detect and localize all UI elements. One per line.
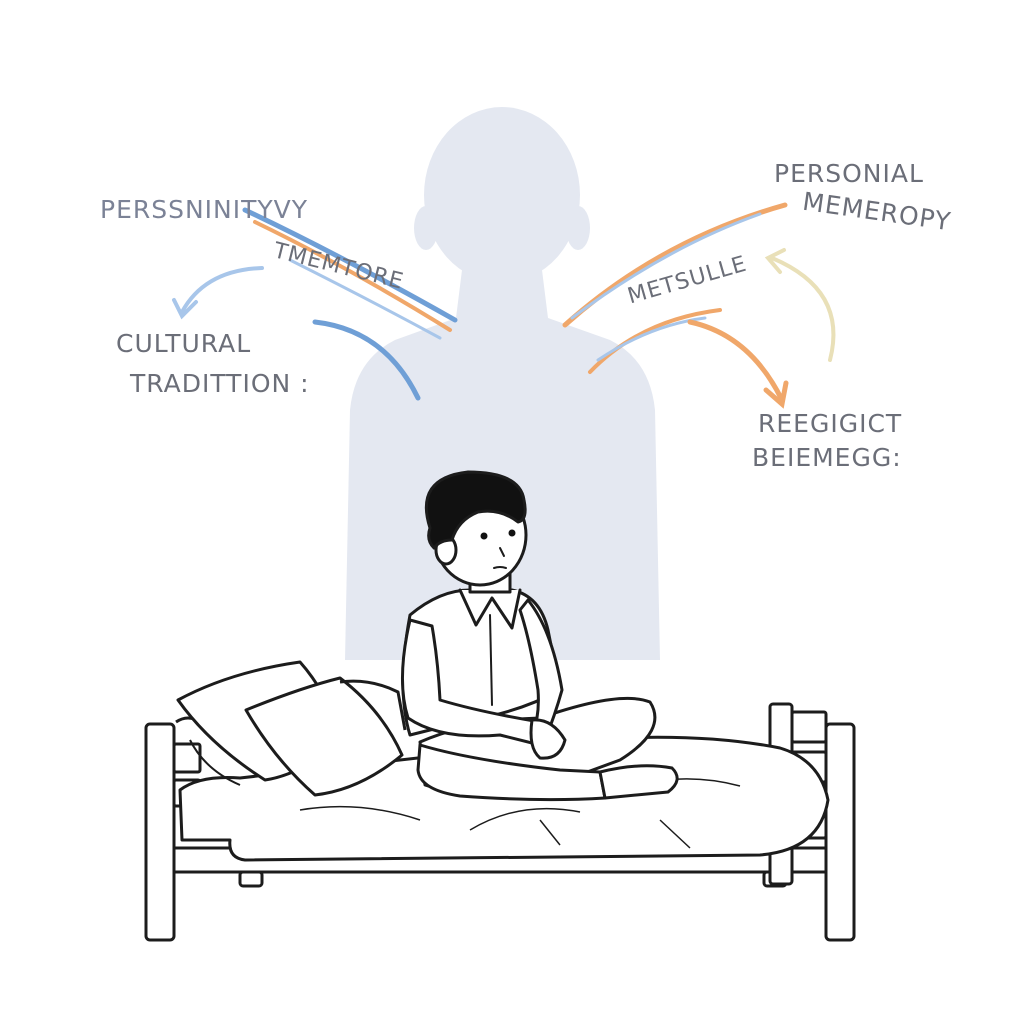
label-reegigict: REEGIGICT <box>758 409 903 438</box>
label-tradition: TRADITTION : <box>130 369 310 398</box>
label-beiemegg: BEIEMEGG: <box>752 443 902 472</box>
label-personal: PERSONIAL <box>774 159 924 188</box>
pillows <box>176 660 407 797</box>
left-flow-strokes <box>172 207 458 401</box>
label-cultural: CULTURAL <box>116 329 252 358</box>
adult-silhouette <box>345 107 660 660</box>
label-personality: PERSSNINITYVY <box>100 195 309 224</box>
right-flow-strokes <box>562 202 836 409</box>
boy-character <box>400 470 679 802</box>
